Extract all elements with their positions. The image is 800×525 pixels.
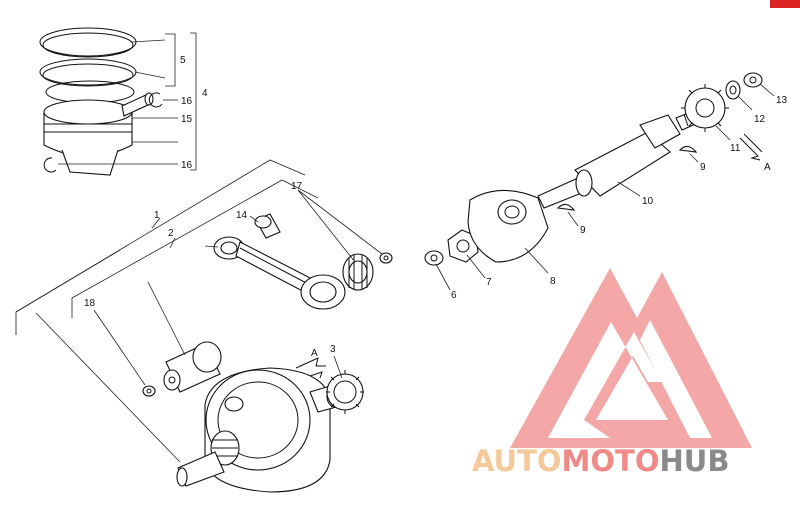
watermark-logo xyxy=(510,268,752,448)
nut-13 xyxy=(743,72,763,88)
sprocket-11 xyxy=(681,84,729,132)
washer-12 xyxy=(725,80,741,100)
label-5: 5 xyxy=(180,55,186,66)
key-9-lower xyxy=(556,203,576,211)
key-9-upper xyxy=(678,145,698,153)
label-12: 12 xyxy=(754,114,766,125)
watermark-hub: HUB xyxy=(660,444,730,478)
label-arrow-a-right: A xyxy=(764,162,771,173)
piston xyxy=(43,99,133,176)
connecting-rod xyxy=(204,236,346,310)
label-16-top: 16 xyxy=(181,96,193,107)
piston-leaders xyxy=(58,32,197,171)
label-16-bottom: 16 xyxy=(181,160,193,171)
crank-pin xyxy=(163,341,222,393)
flywheel-8 xyxy=(467,189,549,263)
label-15: 15 xyxy=(181,114,193,125)
corner-tab xyxy=(770,0,800,8)
small-end-bearing xyxy=(254,213,281,239)
label-14: 14 xyxy=(236,210,248,221)
watermark-auto: AUTO xyxy=(472,444,562,478)
label-8: 8 xyxy=(550,276,556,287)
crank-brackets xyxy=(15,159,319,335)
view-arrow-a-left xyxy=(295,357,326,379)
logo-triangle-outer xyxy=(510,268,752,448)
watermark-moto: MOTO xyxy=(562,444,660,478)
bolt-18 xyxy=(142,385,156,397)
crank-shaft-end xyxy=(176,451,225,487)
logo-triangle-inner xyxy=(548,322,668,438)
label-9-lower: 9 xyxy=(580,225,586,236)
view-arrow-a-right xyxy=(739,133,763,161)
label-4: 4 xyxy=(202,88,208,99)
circlip-bottom xyxy=(43,157,57,173)
label-1: 1 xyxy=(154,210,160,221)
timing-sprocket xyxy=(326,370,364,414)
watermark-text: AUTOMOTOHUB xyxy=(472,444,729,478)
label-9-upper: 9 xyxy=(700,162,706,173)
label-2: 2 xyxy=(168,228,174,239)
label-11: 11 xyxy=(730,143,741,154)
nut-17 xyxy=(379,252,393,264)
lock-washer-7 xyxy=(447,229,479,263)
needle-bearing xyxy=(342,253,374,291)
crankshaft-assembly xyxy=(204,367,344,493)
piston-rings xyxy=(39,27,137,104)
label-13: 13 xyxy=(776,95,788,106)
label-7: 7 xyxy=(486,277,492,288)
label-10: 10 xyxy=(642,196,654,207)
piston-pin xyxy=(121,92,154,117)
shaft-10 xyxy=(537,109,701,209)
drive-gear xyxy=(210,430,240,466)
label-6: 6 xyxy=(451,290,457,301)
label-3: 3 xyxy=(330,344,336,355)
circlip-top xyxy=(148,92,163,108)
label-18: 18 xyxy=(84,298,96,309)
label-arrow-a-left: A xyxy=(311,348,318,359)
label-17: 17 xyxy=(291,181,303,192)
nut-6 xyxy=(424,250,444,266)
